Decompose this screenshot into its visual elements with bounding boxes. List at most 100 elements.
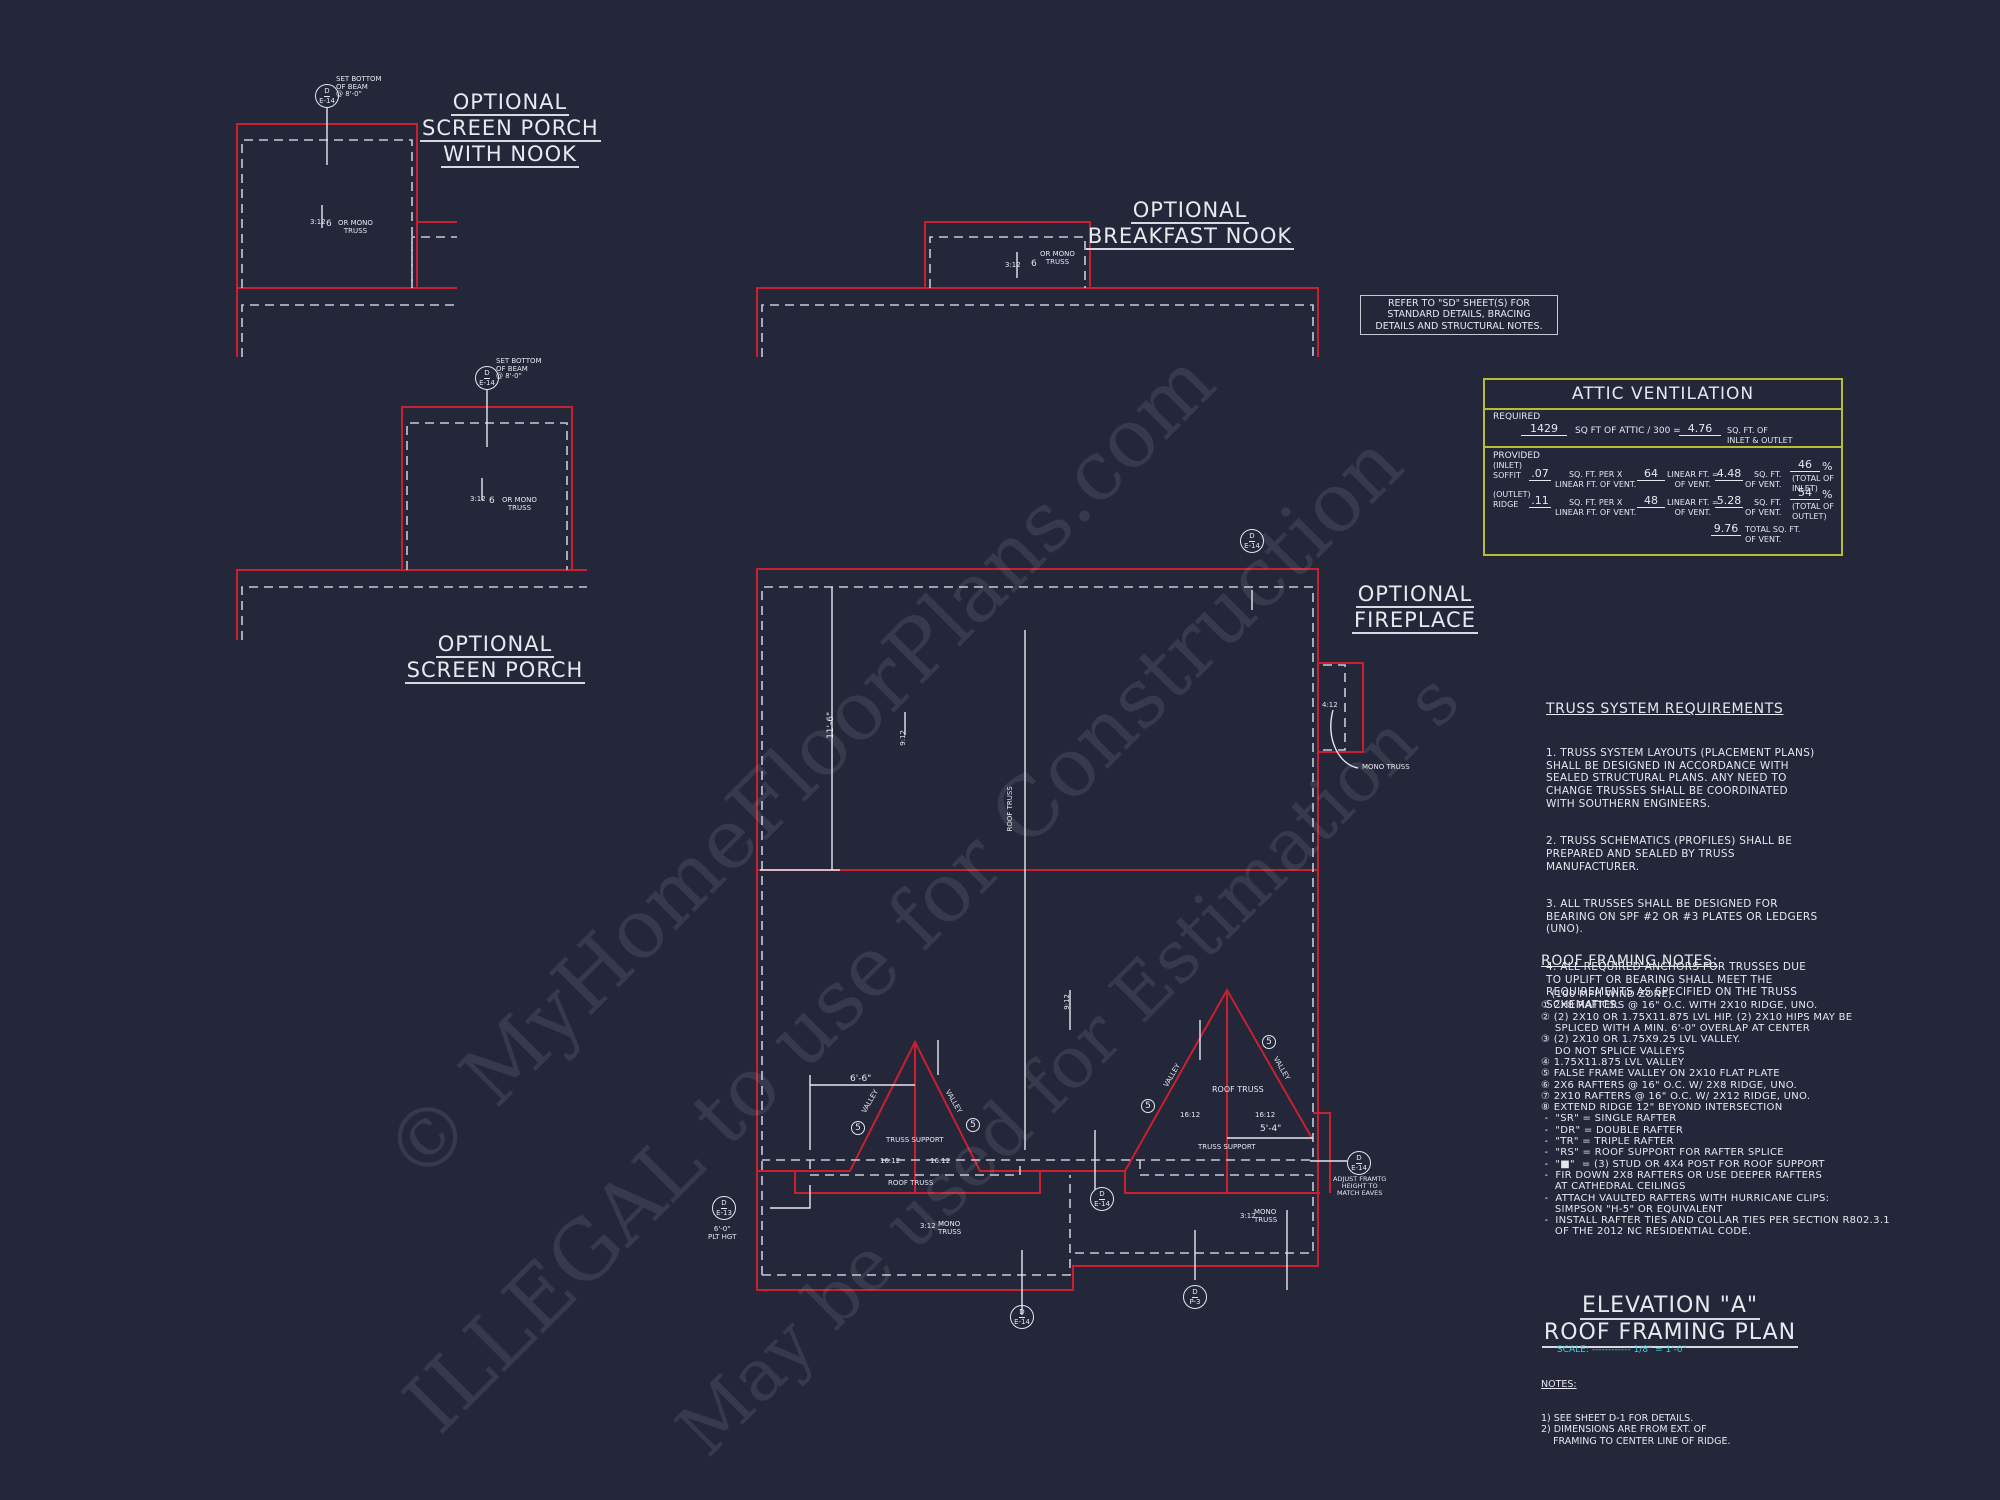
pitch-label: 4:12 (1322, 701, 1338, 709)
note-number: 5 (1266, 1036, 1272, 1047)
provided-label: PROVIDED (1493, 451, 1540, 461)
callout-bottom: E-14 (1014, 1317, 1030, 1326)
callout-bottom: E-14 (1094, 1199, 1110, 1208)
roof-framing-notes: ROOF FRAMING NOTES: (100 MPH WIND ZONE) … (1541, 934, 1890, 1257)
title-line: FIREPLACE (1352, 608, 1478, 635)
or-mono-truss-label: OR MONO TRUSS (502, 496, 537, 512)
callout-top: D (324, 86, 330, 97)
dimension-lines (321, 108, 1359, 1315)
pitch-label: 3:12 (470, 495, 486, 503)
outlet-rate: .11 (1529, 494, 1551, 508)
rafter-note-6: 6 (489, 496, 495, 506)
rafter-note-5: 5 (1262, 1035, 1276, 1049)
callout-top: D (484, 368, 490, 379)
left-gable-valley (757, 1039, 1041, 1194)
note-number: 5 (1145, 1100, 1151, 1111)
wall-outlines (236, 123, 1364, 1291)
inlet-label: (INLET) SOFFIT (1493, 461, 1522, 480)
callout-top: D (721, 1198, 727, 1209)
truss-requirement-item: 2. TRUSS SCHEMATICS (PROFILES) SHALL BE … (1546, 835, 1793, 873)
attic-ventilation-table: ATTIC VENTILATION REQUIRED 1429 SQ FT OF… (1483, 378, 1843, 556)
sheet-notes-body: 1) SEE SHEET D-1 FOR DETAILS. 2) DIMENSI… (1541, 1412, 1731, 1447)
outlet-label: (OUTLET) RIDGE (1493, 490, 1531, 509)
outlet-length: 48 (1637, 494, 1665, 508)
inlet-percent: 46 (1790, 458, 1820, 472)
truss-requirement-item: 1. TRUSS SYSTEM LAYOUTS (PLACEMENT PLANS… (1546, 747, 1815, 810)
refer-sd-sheets-note: REFER TO "SD" SHEET(S) FOR STANDARD DETA… (1360, 295, 1558, 335)
callout-bottom: E-14 (479, 378, 495, 387)
main-house-outline (756, 568, 1319, 1291)
pitch-label: 16:12 (1180, 1111, 1201, 1119)
callout-top: D (1249, 531, 1255, 542)
set-bottom-beam-label: SET BOTTOM OF BEAM @ 8'-0" (336, 75, 382, 99)
set-bottom-beam-label: SET BOTTOM OF BEAM @ 8'-0" (496, 357, 542, 381)
or-mono-truss-label: OR MONO TRUSS (338, 219, 373, 235)
truss-support-label: TRUSS SUPPORT (886, 1136, 944, 1144)
pitch-label: 16:12 (880, 1157, 901, 1165)
rafter-note-5: 5 (851, 1121, 865, 1135)
callout-bottom: P-3 (1189, 1297, 1201, 1306)
linear-text: LINEAR FT. = OF VENT. (1667, 498, 1719, 517)
total-vent-label: TOTAL SQ. FT. OF VENT. (1745, 525, 1801, 544)
roof-truss-label: ROOF TRUSS (1212, 1085, 1264, 1094)
required-label: REQUIRED (1493, 412, 1541, 422)
title-porch-with-nook: OPTIONAL SCREEN PORCH WITH NOOK (420, 90, 601, 169)
plate-height-label: 6'-0" PLT HGT (708, 1225, 737, 1241)
rafter-note-6: 6 (1031, 259, 1037, 269)
pitch-label: 3:12 (1240, 1212, 1256, 1220)
fireplace-outline (1318, 662, 1364, 753)
title-line: ELEVATION "A" (1579, 1293, 1761, 1321)
per-text: SQ. FT. PER x LINEAR FT. OF VENT. (1555, 498, 1637, 517)
callout-top: D (1192, 1287, 1198, 1298)
callout-bottom: E-14 (1351, 1163, 1367, 1172)
drawing-scale: SCALE: ------------ 1/8" = 1'-0" (1557, 1345, 1687, 1355)
outlet-area: 5.28 (1715, 494, 1743, 508)
right-gable-valley (1040, 987, 1320, 1194)
pitch-label: 16:12 (1255, 1111, 1276, 1119)
or-mono-truss-label: OR MONO TRUSS (1040, 250, 1075, 266)
truss-requirements: TRUSS SYSTEM REQUIREMENTS 1. TRUSS SYSTE… (1546, 682, 1817, 1031)
pitch-label: 16:12 (930, 1157, 951, 1165)
mono-truss-label: MONO TRUSS (1254, 1208, 1278, 1224)
linear-text: LINEAR FT. = OF VENT. (1667, 470, 1719, 489)
formula-text: SQ FT OF ATTIC / 300 = (1575, 426, 1681, 436)
dimension-5-4: 5'-4" (1260, 1124, 1282, 1134)
dimension-6-6: 6'-6" (850, 1074, 872, 1084)
outlet-total-label: (TOTAL OF OUTLET) (1792, 502, 1834, 521)
sqft-text: SQ. FT. OF VENT. (1745, 470, 1782, 489)
required-units: SQ. FT. OF INLET & OUTLET (1727, 426, 1793, 445)
callout-top: D (1099, 1189, 1105, 1200)
title-line: WITH NOOK (441, 142, 579, 169)
title-screen-porch: OPTIONAL SCREEN PORCH (400, 632, 590, 685)
rafter-note-5: 5 (1141, 1099, 1155, 1113)
inlet-rate: .07 (1529, 467, 1551, 481)
roof-truss-label: ROOF TRUSS (888, 1179, 934, 1187)
callout-bottom: E-14 (319, 96, 335, 105)
total-vent-value: 9.76 (1711, 522, 1741, 536)
truss-requirement-item: 4. ALL REQUIRED ANCHORS FOR TRUSSES DUE … (1546, 961, 1807, 1012)
title-fireplace: OPTIONAL FIREPLACE (1350, 582, 1480, 635)
note-number: 5 (970, 1119, 976, 1130)
roof-notes-title: ROOF FRAMING NOTES: (1541, 953, 1718, 970)
mono-truss-label: MONO TRUSS (938, 1220, 962, 1236)
dimension-11-6: 11'-6" (826, 711, 837, 739)
sqft-text: SQ. FT. OF VENT. (1745, 498, 1782, 517)
dashed-framing-lines (241, 139, 1346, 1276)
required-vent-value: 4.76 (1679, 422, 1721, 436)
attic-required-row: REQUIRED 1429 SQ FT OF ATTIC / 300 = 4.7… (1485, 410, 1841, 448)
title-line: OPTIONAL (450, 90, 570, 117)
title-elevation-roof-framing: ELEVATION "A" ROOF FRAMING PLAN (1500, 1293, 1840, 1348)
title-line: OPTIONAL (1355, 582, 1475, 609)
title-breakfast-nook: OPTIONAL BREAKFAST NOOK (1085, 198, 1295, 251)
sheet-notes: NOTES: 1) SEE SHEET D-1 FOR DETAILS. 2) … (1541, 1360, 1731, 1466)
pitch-label: 3:12 (310, 218, 326, 226)
